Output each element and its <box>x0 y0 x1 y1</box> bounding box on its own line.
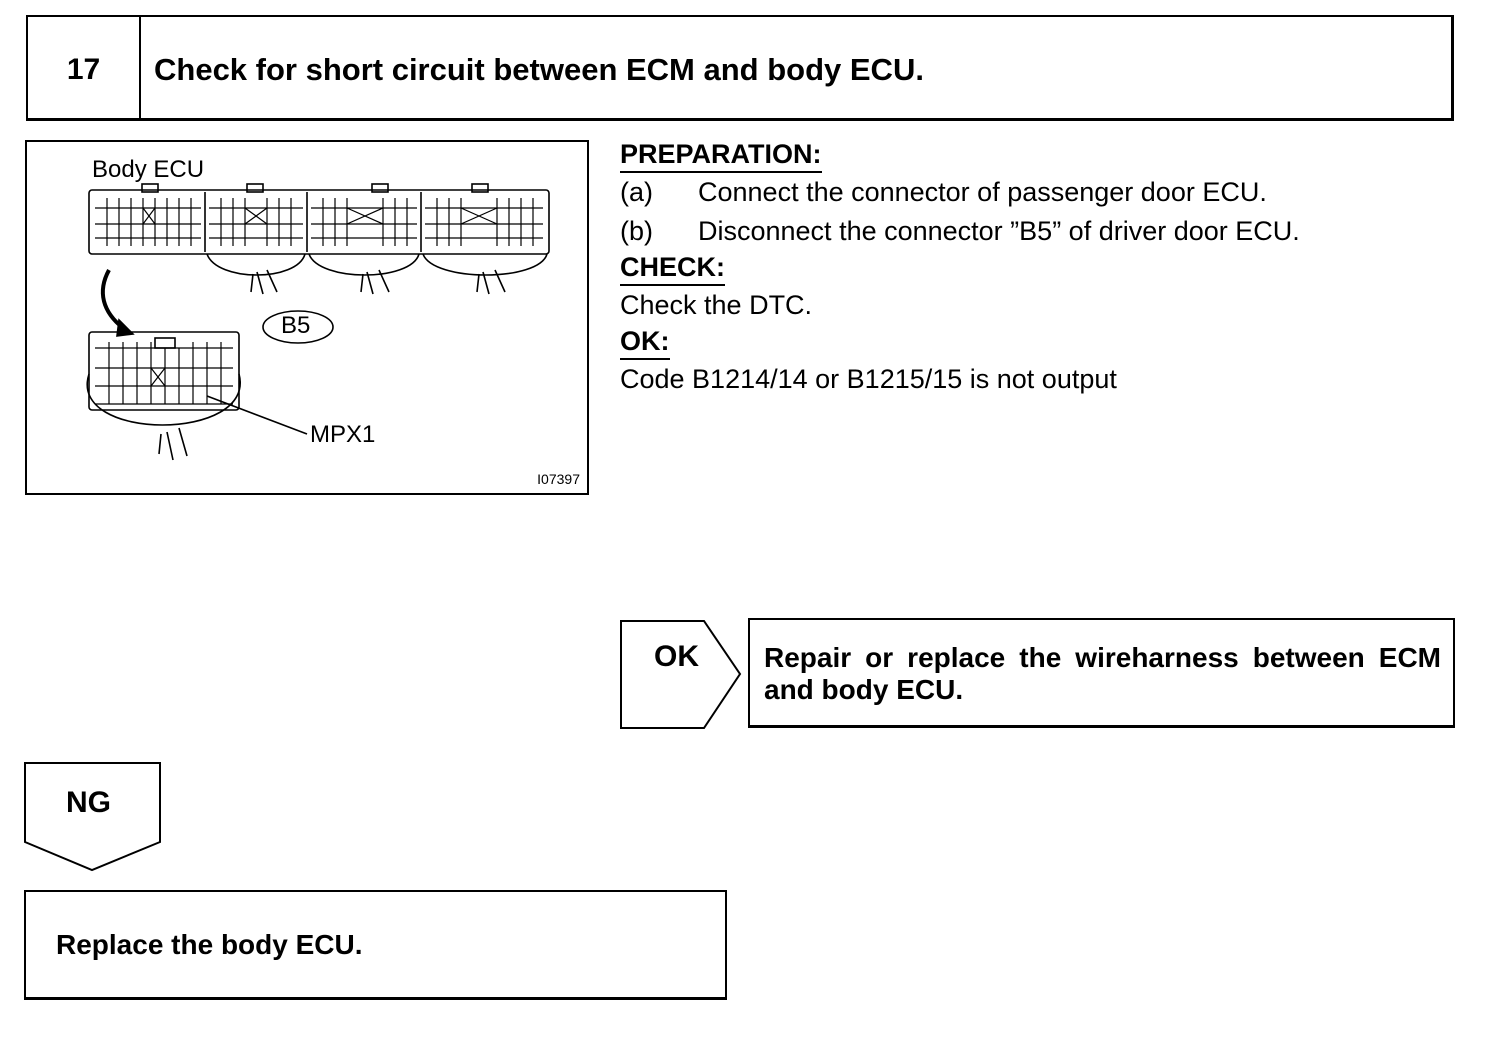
ng-action-box: Replace the body ECU. <box>24 890 727 1000</box>
item-marker: (b) <box>620 216 653 246</box>
preparation-item: (b) Disconnect the connector ”B5” of dri… <box>620 212 1450 251</box>
body-ecu-label: Body ECU <box>92 156 205 183</box>
ng-branch-label: NG <box>66 786 111 819</box>
connector-b5-label: B5 <box>281 312 311 339</box>
ok-criteria-text: Code B1214/14 or B1215/15 is not output <box>620 364 1117 394</box>
item-text: Disconnect the connector ”B5” of driver … <box>698 216 1300 246</box>
ok-heading: OK: <box>620 325 670 360</box>
check-heading: CHECK: <box>620 251 725 286</box>
connector-illustration: Body ECU B5 MPX1 I07397 <box>25 140 589 495</box>
connector-diagram <box>86 183 550 461</box>
ok-arrow-shape <box>620 620 742 729</box>
check-text: Check the DTC. <box>620 290 813 320</box>
preparation-heading: PREPARATION: <box>620 138 822 173</box>
instructions: PREPARATION: (a) Connect the connector o… <box>620 138 1450 399</box>
body-ecu-connector <box>88 189 550 255</box>
item-text: Connect the connector of passenger door … <box>698 177 1267 207</box>
step-title: Check for short circuit between ECM and … <box>154 52 924 87</box>
preparation-item: (a) Connect the connector of passenger d… <box>620 173 1450 212</box>
step-header: 17 Check for short circuit between ECM a… <box>26 15 1454 121</box>
step-number: 17 <box>28 17 141 118</box>
terminal-mpx1-label: MPX1 <box>310 421 376 448</box>
ng-arrow-shape <box>24 762 161 872</box>
figure-id: I07397 <box>537 471 580 487</box>
ok-branch-label: OK <box>654 640 699 673</box>
item-marker: (a) <box>620 177 653 207</box>
b5-connector <box>88 331 240 411</box>
ok-action-box: Repair or replace the wireharness betwee… <box>748 618 1455 728</box>
